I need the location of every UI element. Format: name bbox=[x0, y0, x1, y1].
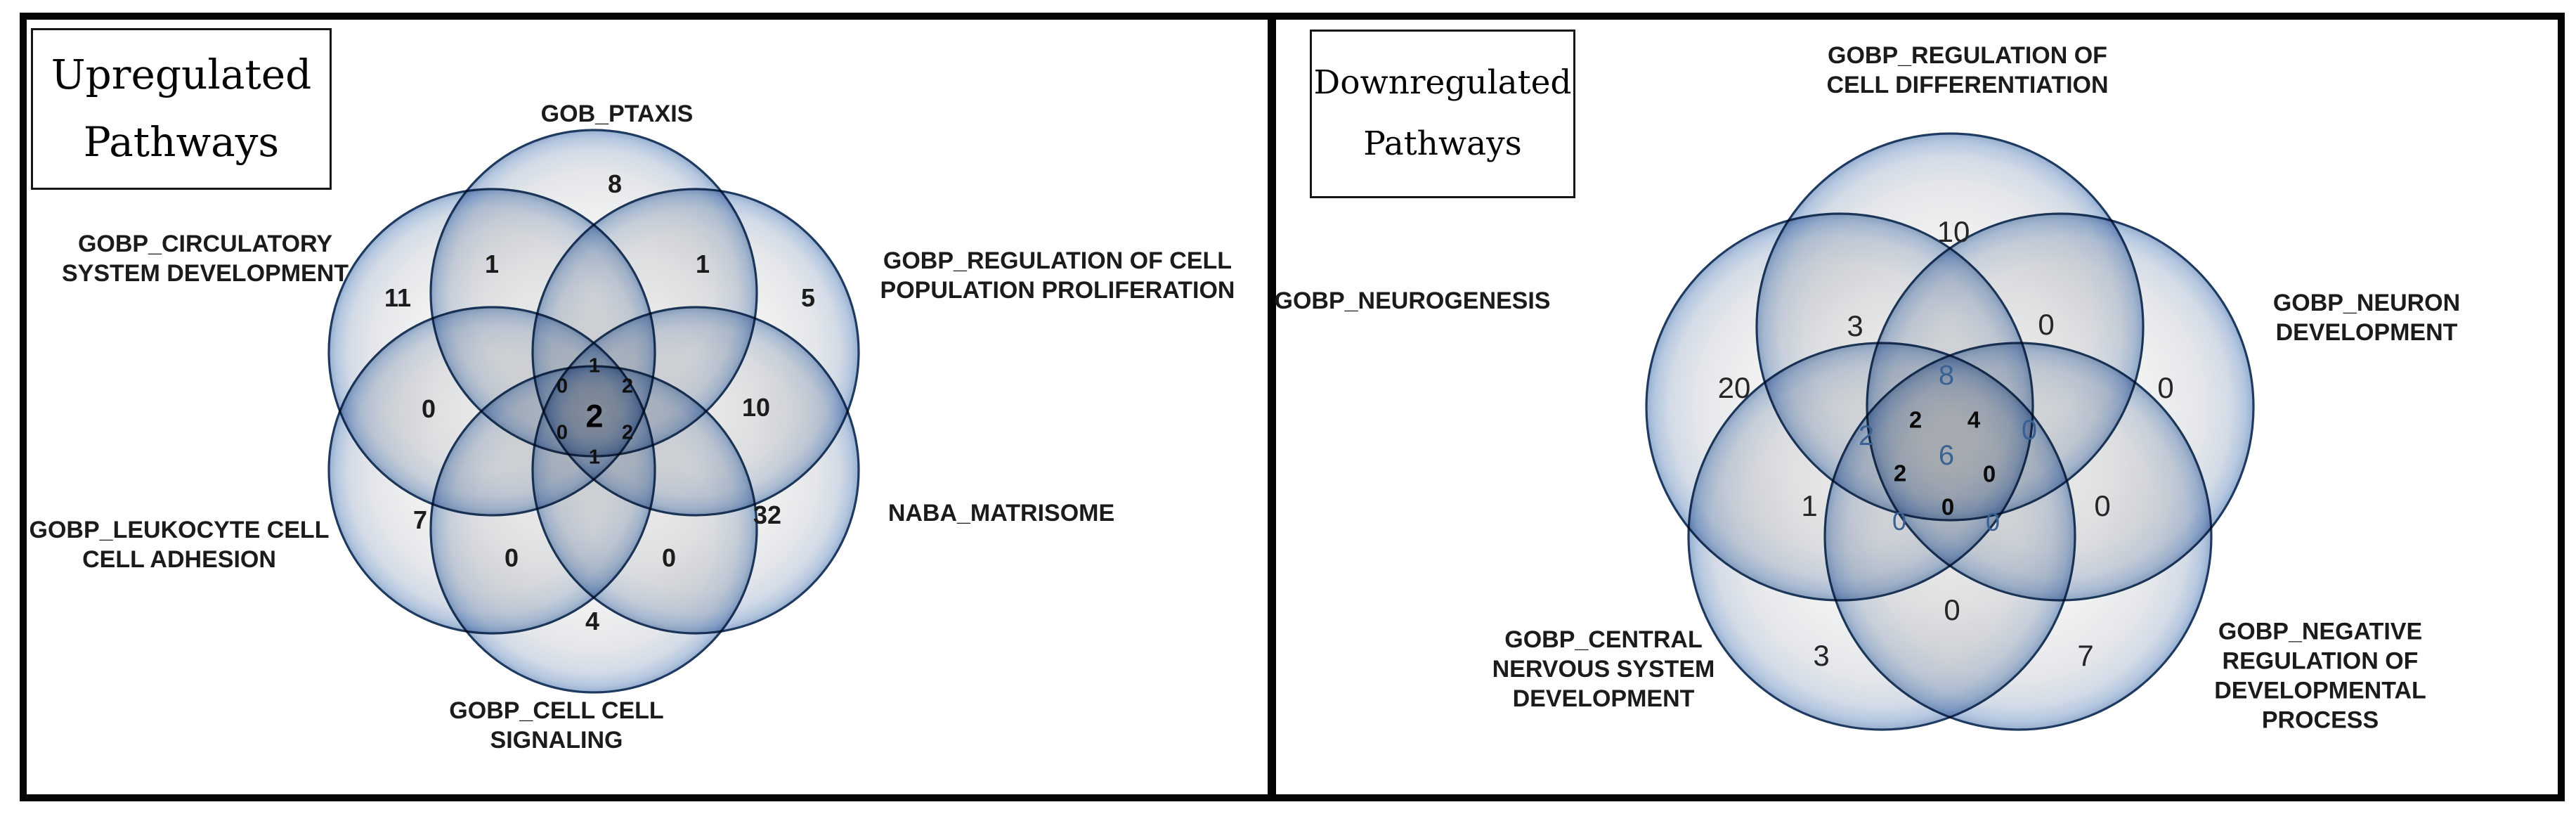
venn2-count-cns-only: 3 bbox=[1813, 639, 1830, 672]
venn1-count-ptaxis-only: 8 bbox=[607, 169, 623, 198]
venn2-count-neurondev-negreg: 0 bbox=[2094, 489, 2111, 522]
venn1-count-center-lower-left: 0 bbox=[556, 421, 568, 444]
venn1-count-circulatory-only: 11 bbox=[384, 283, 412, 312]
venn2-count-negreg-only: 7 bbox=[2077, 639, 2094, 672]
venn2-count-bottom-left-inner: 0 bbox=[1892, 507, 1907, 536]
venn2-count-neuron-dev-only: 0 bbox=[2157, 371, 2174, 404]
venn1-count-regulation-matrisome: 10 bbox=[741, 393, 771, 422]
venn1-count-regulation-only: 5 bbox=[800, 283, 816, 312]
venn2-count-cns-negreg: 0 bbox=[1944, 593, 1960, 626]
venn2-count-top-petal: 8 bbox=[1938, 360, 1955, 391]
venn1-count-matrisome-signaling: 0 bbox=[661, 543, 677, 572]
venn2-label-cns-development: GOBP_CENTRAL NERVOUS SYSTEM DEVELOPMENT bbox=[1492, 626, 1715, 713]
venn2-count-center-lower-left: 2 bbox=[1893, 460, 1907, 486]
venn1-count-matrisome-only: 32 bbox=[753, 500, 782, 529]
venn2-label-cell-differentiation: GOBP_REGULATION OF CELL DIFFERENTIATION bbox=[1826, 41, 2109, 98]
venn1-label-circulatory-development: GOBP_CIRCULATORY SYSTEM DEVELOPMENT bbox=[61, 230, 349, 287]
venn1-label-leukocyte-adhesion: GOBP_LEUKOCYTE CELL CELL ADHESION bbox=[29, 516, 330, 573]
venn1-circle-circulatory-development bbox=[327, 188, 656, 517]
venn1-count-center-upper-right: 2 bbox=[621, 375, 634, 398]
venn1-count-leukocyte-only: 7 bbox=[412, 505, 428, 534]
upregulated-title: Upregulated Pathways bbox=[51, 51, 312, 166]
venn1-count-center-all: 2 bbox=[585, 398, 604, 434]
venn2-count-right-petal: 0 bbox=[2021, 415, 2038, 446]
venn1-label-cell-cell-signaling: GOBP_CELL CELL SIGNALING bbox=[449, 697, 664, 754]
venn2-count-differentiation-only: 10 bbox=[1937, 215, 1970, 248]
venn2-count-center-lower-right: 0 bbox=[1982, 460, 1996, 487]
venn2-count-neurogenesis-only: 20 bbox=[1717, 371, 1751, 404]
venn2-count-center-upper-right: 4 bbox=[1967, 406, 1981, 433]
venn1-count-signaling-only: 4 bbox=[585, 607, 600, 635]
venn1-count-center-upper-left: 0 bbox=[556, 375, 568, 398]
venn2-count-differentiation-neurogenesis: 3 bbox=[1847, 309, 1863, 342]
venn2-circle-neurogenesis bbox=[1645, 212, 2034, 602]
venn1-count-center-top: 1 bbox=[588, 354, 601, 377]
venn2-label-neuron-development: GOBP_NEURON DEVELOPMENT bbox=[2272, 289, 2461, 346]
venn2-count-bottom-right-inner: 0 bbox=[1985, 508, 2001, 536]
downregulated-title-box: Downregulated Pathways bbox=[1310, 30, 1575, 198]
venn2-count-differentiation-neuron-dev: 0 bbox=[2038, 308, 2055, 341]
venn2-count-center-bottom: 0 bbox=[1941, 493, 1955, 520]
venn2-count-neurogenesis-cns: 1 bbox=[1801, 489, 1818, 522]
venn1-label-ptaxis: GOB_PTAXIS bbox=[540, 100, 694, 127]
venn1-count-leukocyte-signaling: 0 bbox=[504, 543, 519, 572]
venn1-label-regulation-proliferation: GOBP_REGULATION OF CELL POPULATION PROLI… bbox=[880, 247, 1235, 304]
venn1-label-naba-matrisome: NABA_MATRISOME bbox=[887, 499, 1115, 526]
venn1-count-circulatory-leukocyte: 0 bbox=[421, 394, 436, 423]
downregulated-title: Downregulated Pathways bbox=[1313, 63, 1572, 163]
venn1-count-ptaxis-circulatory: 1 bbox=[484, 250, 500, 278]
venn2-count-center-upper-left: 2 bbox=[1908, 406, 1923, 433]
venn2-label-neurogenesis: GOBP_NEUROGENESIS bbox=[1274, 287, 1551, 314]
venn2-count-left-petal: 2 bbox=[1858, 420, 1875, 451]
venn1-count-center-bottom: 1 bbox=[588, 446, 601, 469]
venn2-label-negative-regulation: GOBP_NEGATIVE REGULATION OF DEVELOPMENTA… bbox=[2214, 618, 2426, 735]
venn1-count-ptaxis-regulation: 1 bbox=[695, 250, 710, 278]
venn1-count-center-lower-right: 2 bbox=[621, 421, 634, 444]
venn2-count-center-all: 6 bbox=[1938, 440, 1955, 471]
upregulated-title-box: Upregulated Pathways bbox=[31, 28, 332, 190]
